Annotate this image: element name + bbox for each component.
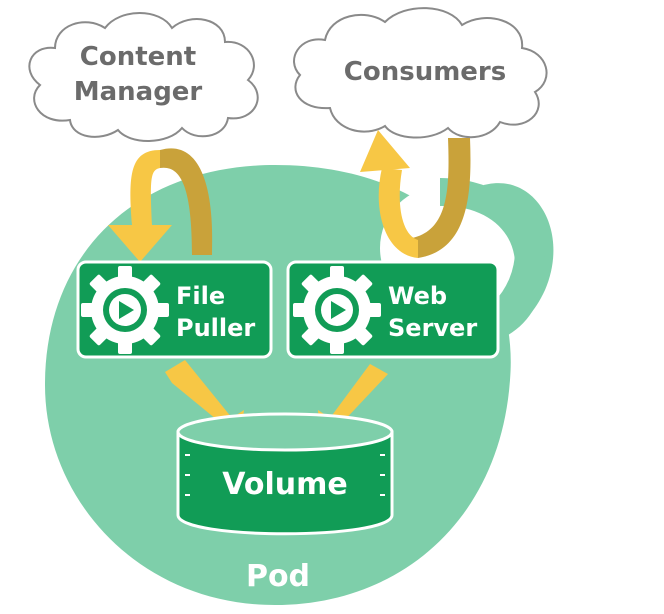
web-server-line1: Web (388, 282, 447, 310)
arrow-front-band (378, 168, 418, 258)
cloud-shape (293, 7, 548, 139)
pod-loop-ring (440, 178, 545, 346)
gear-play-icon (81, 266, 169, 354)
arrow-head (108, 225, 172, 262)
content-manager-line2: Manager (74, 77, 203, 107)
web-server-container: Web Server (286, 260, 500, 359)
pod-label: Pod (246, 559, 310, 594)
file-puller-line2: Puller (176, 314, 255, 342)
web-server-line2: Server (388, 314, 477, 342)
content-manager-cloud: Content Manager (28, 12, 259, 142)
arrow-content-to-puller (108, 148, 213, 262)
file-puller-container: File Puller (76, 260, 273, 359)
content-manager-line1: Content (80, 42, 196, 72)
cylinder-body (176, 430, 394, 536)
cloud-shape (28, 12, 259, 142)
arrow-server-to-consumers (360, 130, 471, 258)
volume-label: Volume (222, 467, 347, 502)
cylinder-ticks (185, 454, 385, 496)
arrow-front-band (130, 150, 160, 225)
arrow-back-band (160, 148, 213, 255)
consumers-cloud: Consumers (293, 7, 548, 139)
consumers-label: Consumers (344, 57, 506, 87)
arrow-back-band (412, 138, 471, 258)
cylinder-top (176, 412, 394, 452)
gear-play-icon (293, 266, 381, 354)
volume-cylinder: Volume (176, 412, 394, 536)
file-puller-line1: File (176, 282, 225, 310)
arrow-head (360, 130, 410, 172)
